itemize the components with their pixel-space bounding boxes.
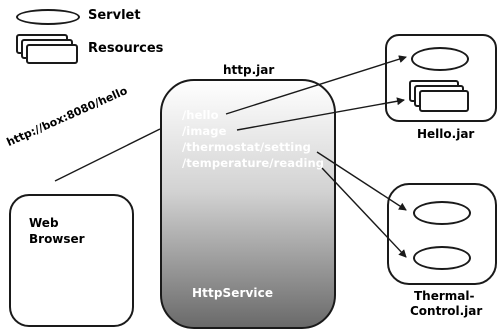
path-thermostat-setting: /thermostat/setting (182, 140, 311, 154)
browser-to-http-arrow (54, 128, 161, 182)
http-jar-container: /hello /image /thermostat/setting /tempe… (160, 79, 336, 329)
hello-resources-icon (409, 80, 475, 114)
path-hello: /hello (182, 108, 219, 122)
servlet-legend-icon (16, 9, 80, 25)
hello-jar-box (385, 34, 497, 122)
temperature-path-arrow (321, 167, 407, 258)
servlet-legend-label: Servlet (88, 8, 141, 23)
hello-path-arrow (225, 55, 407, 115)
thermostat-path-arrow (316, 151, 407, 211)
hello-jar-label: Hello.jar (417, 127, 475, 141)
web-browser-label-line1: Web (29, 216, 59, 230)
thermostat-servlet-icon (413, 201, 471, 225)
thermal-control-jar-box (387, 183, 497, 285)
thermal-control-jar-label-line1: Thermal- (414, 289, 475, 303)
temperature-servlet-icon (413, 246, 471, 270)
image-path-arrow (236, 97, 405, 131)
web-browser-box: Web Browser (9, 194, 134, 327)
resources-legend-icon (16, 34, 86, 64)
path-image: /image (182, 124, 227, 138)
http-service-label: HttpService (192, 286, 274, 300)
http-jar-title: http.jar (223, 63, 275, 77)
path-temperature-reading: /temperature/reading (182, 156, 325, 170)
web-browser-label-line2: Browser (29, 232, 85, 246)
hello-servlet-icon (411, 47, 469, 71)
resources-legend-label: Resources (88, 41, 164, 56)
thermal-control-jar-label-line2: Control.jar (410, 304, 483, 318)
